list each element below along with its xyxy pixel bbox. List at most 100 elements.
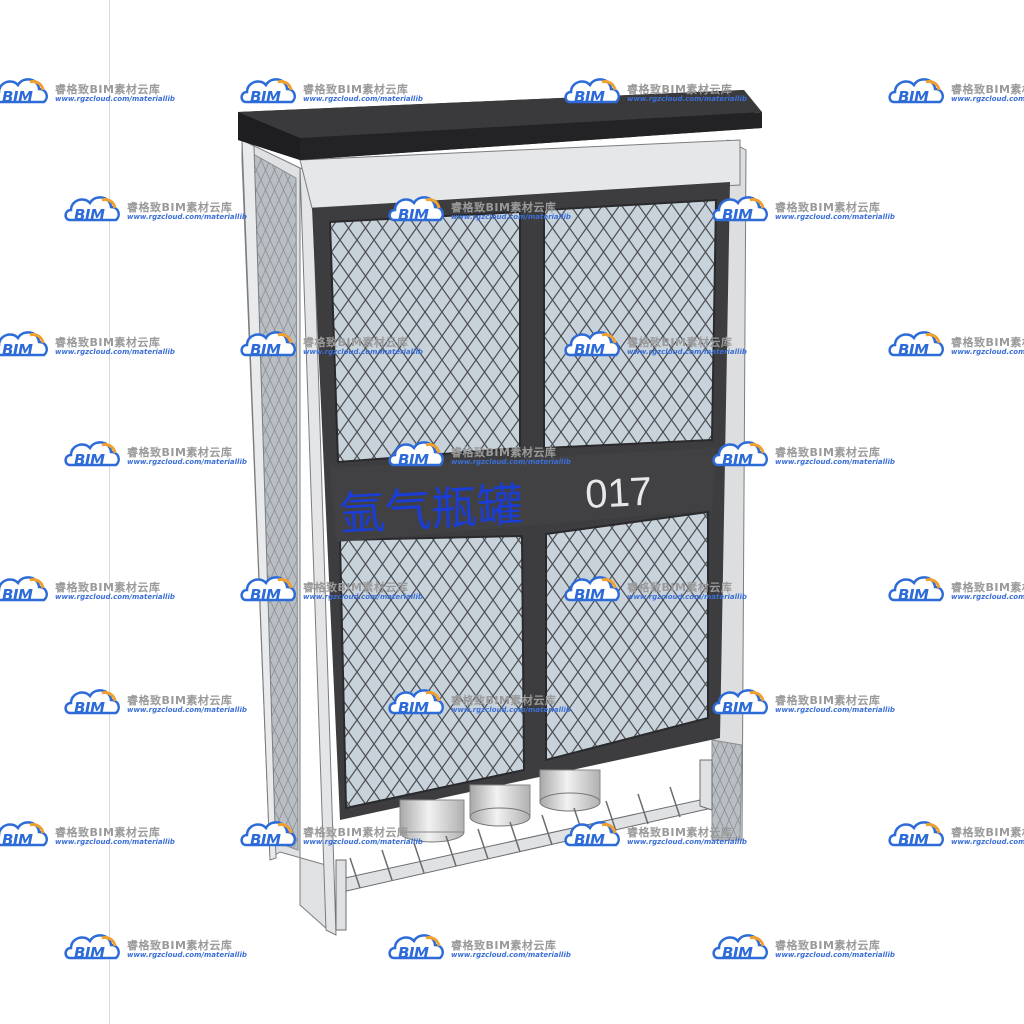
watermark-brand: 睿格致BIM素材云库 [127, 939, 233, 952]
watermark-brand: 睿格致BIM素材云库 [951, 336, 1024, 349]
watermark-brand: 睿格致BIM素材云库 [775, 201, 881, 214]
watermark: BIM 睿格致BIM素材云库 www.rgzcloud.com/material… [562, 72, 752, 112]
watermark-url: www.rgzcloud.com/materiallib [55, 95, 175, 103]
cloud-logo-icon [0, 821, 48, 847]
watermark: BIM 睿格致BIM素材云库 www.rgzcloud.com/material… [710, 190, 900, 230]
watermark-url: www.rgzcloud.com/materiallib [303, 593, 423, 601]
cloud-logo-icon [64, 689, 120, 715]
cloud-logo-icon [0, 78, 48, 104]
watermark-url: www.rgzcloud.com/materiallib [55, 593, 175, 601]
watermark-url: www.rgzcloud.com/materiallib [627, 348, 747, 356]
watermark: BIM 睿格致BIM素材云库 www.rgzcloud.com/material… [62, 190, 252, 230]
watermark-logo-text: BIM [722, 451, 753, 469]
cabinet-number: 017 [584, 470, 653, 517]
watermark-brand: 睿格致BIM素材云库 [451, 446, 557, 459]
gas-cylinder [399, 799, 465, 833]
watermark: BIM 睿格致BIM素材云库 www.rgzcloud.com/material… [562, 325, 752, 365]
cloud-logo-icon [564, 78, 620, 104]
watermark-url: www.rgzcloud.com/materiallib [55, 838, 175, 846]
mesh-panel-lower-left [338, 534, 526, 810]
cloud-logo-icon [64, 441, 120, 467]
watermark: BIM 睿格致BIM素材云库 www.rgzcloud.com/material… [386, 190, 576, 230]
watermark-logo-text: BIM [2, 586, 33, 604]
cloud-logo-icon [712, 689, 768, 715]
watermark-brand: 睿格致BIM素材云库 [451, 939, 557, 952]
watermark-logo-text: BIM [74, 206, 105, 224]
cloud-logo-icon [712, 934, 768, 960]
watermark-brand: 睿格致BIM素材云库 [55, 826, 161, 839]
watermark: BIM 睿格致BIM素材云库 www.rgzcloud.com/material… [0, 72, 180, 112]
mesh-panel-lower-right [545, 510, 709, 762]
cloud-logo-icon [240, 576, 296, 602]
watermark-logo-text: BIM [250, 586, 281, 604]
watermark-url: www.rgzcloud.com/materiallib [55, 348, 175, 356]
watermark-brand: 睿格致BIM素材云库 [775, 694, 881, 707]
watermark: BIM 睿格致BIM素材云库 www.rgzcloud.com/material… [0, 570, 180, 610]
watermark-brand: 睿格致BIM素材云库 [55, 83, 161, 96]
watermark-brand: 睿格致BIM素材云库 [627, 581, 733, 594]
watermark: BIM 睿格致BIM素材云库 www.rgzcloud.com/material… [62, 683, 252, 723]
cloud-logo-icon [64, 934, 120, 960]
cloud-logo-icon [712, 441, 768, 467]
watermark-url: www.rgzcloud.com/materiallib [775, 213, 895, 221]
watermark-url: www.rgzcloud.com/materiallib [951, 348, 1024, 356]
cloud-logo-icon [712, 196, 768, 222]
watermark-url: www.rgzcloud.com/materiallib [627, 838, 747, 846]
watermark-url: www.rgzcloud.com/materiallib [775, 458, 895, 466]
watermark: BIM 睿格致BIM素材云库 www.rgzcloud.com/material… [886, 325, 1024, 365]
cloud-logo-icon [388, 934, 444, 960]
watermark-logo-text: BIM [250, 88, 281, 106]
cloud-logo-icon [240, 821, 296, 847]
watermark-logo-text: BIM [398, 451, 429, 469]
watermark-brand: 睿格致BIM素材云库 [451, 201, 557, 214]
watermark: BIM 睿格致BIM素材云库 www.rgzcloud.com/material… [386, 435, 576, 475]
watermark: BIM 睿格致BIM素材云库 www.rgzcloud.com/material… [710, 683, 900, 723]
watermark-url: www.rgzcloud.com/materiallib [127, 213, 247, 221]
watermark-logo-text: BIM [398, 699, 429, 717]
cloud-logo-icon [240, 78, 296, 104]
cloud-logo-icon [888, 576, 944, 602]
canvas-divider-line [109, 0, 110, 1024]
watermark-brand: 睿格致BIM素材云库 [55, 581, 161, 594]
watermark: BIM 睿格致BIM素材云库 www.rgzcloud.com/material… [386, 928, 576, 968]
watermark-url: www.rgzcloud.com/materiallib [775, 706, 895, 714]
watermark-logo-text: BIM [74, 451, 105, 469]
watermark-brand: 睿格致BIM素材云库 [627, 336, 733, 349]
watermark-logo-text: BIM [574, 831, 605, 849]
cloud-logo-icon [888, 821, 944, 847]
watermark-brand: 睿格致BIM素材云库 [55, 336, 161, 349]
watermark-brand: 睿格致BIM素材云库 [127, 201, 233, 214]
watermark-brand: 睿格致BIM素材云库 [775, 939, 881, 952]
watermark-logo-text: BIM [398, 206, 429, 224]
watermark-brand: 睿格致BIM素材云库 [127, 446, 233, 459]
watermark-logo-text: BIM [722, 944, 753, 962]
watermark-logo-text: BIM [2, 831, 33, 849]
watermark: BIM 睿格致BIM素材云库 www.rgzcloud.com/material… [562, 815, 752, 855]
watermark: BIM 睿格致BIM素材云库 www.rgzcloud.com/material… [386, 683, 576, 723]
watermark-logo-text: BIM [898, 586, 929, 604]
watermark-brand: 睿格致BIM素材云库 [303, 581, 409, 594]
cabinet-front-door [312, 182, 730, 820]
watermark: BIM 睿格致BIM素材云库 www.rgzcloud.com/material… [710, 435, 900, 475]
watermark: BIM 睿格致BIM素材云库 www.rgzcloud.com/material… [886, 72, 1024, 112]
cloud-logo-icon [888, 331, 944, 357]
watermark: BIM 睿格致BIM素材云库 www.rgzcloud.com/material… [710, 928, 900, 968]
watermark-url: www.rgzcloud.com/materiallib [451, 706, 571, 714]
mesh-panel-upper-left [328, 210, 521, 464]
watermark: BIM 睿格致BIM素材云库 www.rgzcloud.com/material… [238, 570, 428, 610]
watermark-url: www.rgzcloud.com/materiallib [451, 213, 571, 221]
watermark-logo-text: BIM [722, 206, 753, 224]
watermark: BIM 睿格致BIM素材云库 www.rgzcloud.com/material… [238, 72, 428, 112]
cabinet-top-frame [299, 139, 741, 209]
watermark-brand: 睿格致BIM素材云库 [303, 826, 409, 839]
watermark-url: www.rgzcloud.com/materiallib [127, 458, 247, 466]
watermark-brand: 睿格致BIM素材云库 [303, 83, 409, 96]
watermark-url: www.rgzcloud.com/materiallib [951, 95, 1024, 103]
cloud-logo-icon [564, 331, 620, 357]
watermark-brand: 睿格致BIM素材云库 [951, 581, 1024, 594]
watermark: BIM 睿格致BIM素材云库 www.rgzcloud.com/material… [0, 325, 180, 365]
watermark-logo-text: BIM [574, 341, 605, 359]
watermark-logo-text: BIM [574, 88, 605, 106]
watermark: BIM 睿格致BIM素材云库 www.rgzcloud.com/material… [886, 815, 1024, 855]
